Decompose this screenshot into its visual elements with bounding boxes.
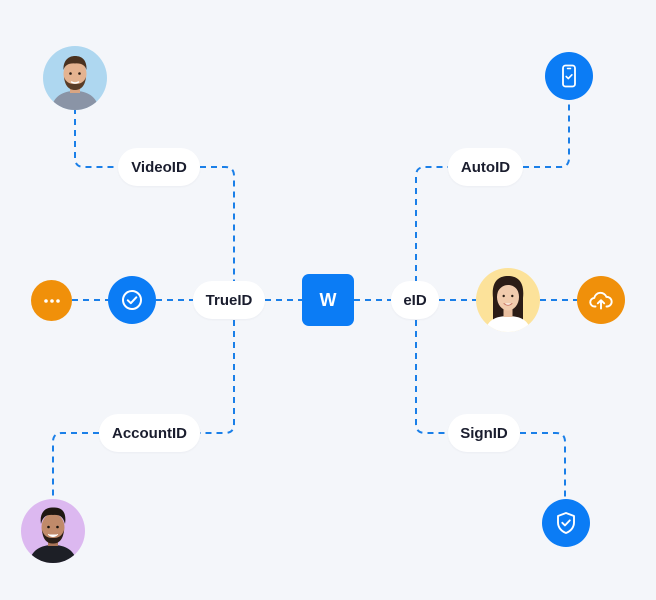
avatar-woman	[476, 268, 540, 332]
node-label: TrueID	[205, 291, 253, 309]
connector-eid-signid	[415, 320, 448, 434]
connector-eid-autoid	[415, 166, 448, 282]
connector-videoid-trueid	[200, 166, 235, 282]
avatar-man-beard	[43, 46, 107, 110]
node-signid: SignID	[448, 414, 520, 452]
node-label: VideoID	[131, 158, 187, 176]
more-dots-icon	[31, 280, 72, 321]
node-label: SignID	[460, 424, 508, 442]
connector-signid-shield	[520, 432, 566, 500]
check-circle-icon	[108, 276, 156, 324]
node-accountid: AccountID	[99, 414, 200, 452]
connector-autoid-phone	[523, 100, 570, 168]
node-autoid: AutoID	[448, 148, 523, 186]
logo-letter: W	[319, 289, 337, 310]
node-trueid: TrueID	[193, 281, 265, 319]
phone-check-icon	[545, 52, 593, 100]
node-eid: eID	[391, 281, 439, 319]
center-logo: W	[302, 274, 354, 326]
node-label: AccountID	[112, 424, 187, 442]
node-label: eID	[403, 291, 427, 309]
node-videoid: VideoID	[118, 148, 200, 186]
avatar-man-curly	[21, 499, 85, 563]
cloud-upload-icon	[577, 276, 625, 324]
connector-trueid-accountid	[200, 320, 235, 434]
connector-accountid-avatar	[52, 432, 99, 500]
connector-avatar-videoid	[74, 108, 118, 168]
shield-check-icon	[542, 499, 590, 547]
node-label: AutoID	[460, 158, 511, 176]
